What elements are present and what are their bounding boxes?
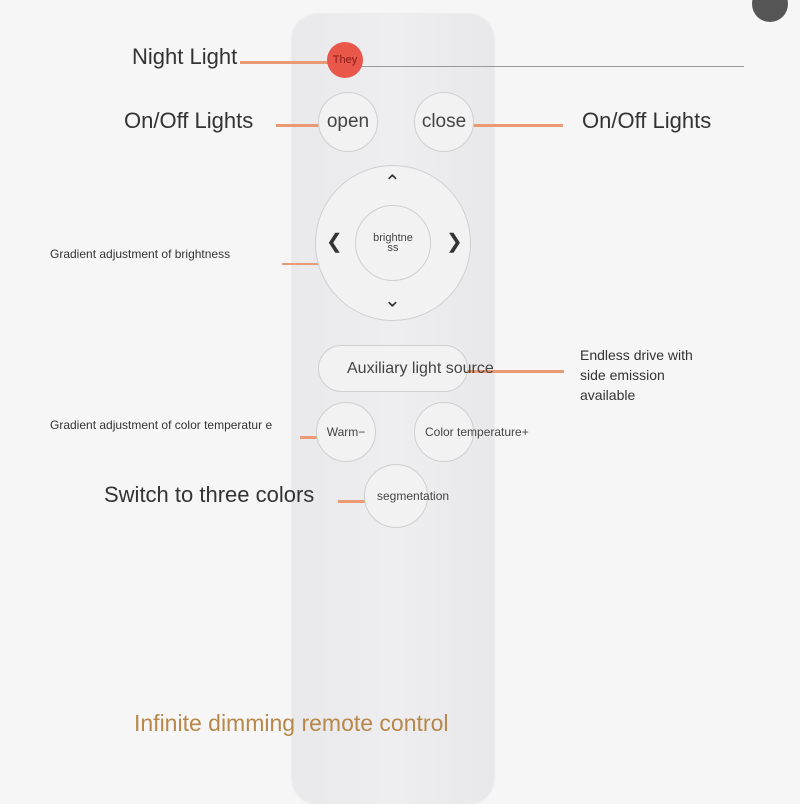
callout-line-segment (338, 500, 372, 503)
night-light-button[interactable]: They (327, 42, 363, 78)
product-title: Infinite dimming remote control (134, 710, 449, 736)
close-button[interactable]: close (414, 92, 474, 152)
aux-description: Endless drive with side emission availab… (580, 345, 693, 405)
chevron-down-icon[interactable]: ⌃ (384, 287, 401, 309)
separator-line (360, 66, 744, 67)
expand-button[interactable] (752, 0, 788, 22)
open-button[interactable]: open (318, 92, 378, 152)
callout-line-brightness (282, 263, 334, 265)
callout-line-open (276, 124, 326, 127)
segmentation-button[interactable]: segmentation (364, 464, 449, 528)
chevron-left-icon[interactable]: ❮ (326, 231, 343, 253)
chevron-up-icon[interactable]: ⌃ (384, 172, 401, 194)
aux-desc-line: available (580, 387, 636, 403)
aux-desc-line: Endless drive with (580, 347, 693, 363)
brightness-label: Gradient adjustment of brightness (50, 247, 231, 261)
on-off-right-label: On/Off Lights (582, 108, 712, 133)
aux-desc-line: side emission (580, 367, 665, 383)
auxiliary-light-button[interactable]: Auxiliary light source (318, 345, 494, 392)
callout-line-close (460, 124, 563, 127)
warm-button[interactable]: Warm− (316, 402, 376, 462)
callout-line-night (240, 61, 340, 64)
chevron-right-icon[interactable]: ❯ (446, 231, 463, 253)
night-light-label: Night Light (132, 44, 238, 69)
callout-line-warm (300, 436, 324, 439)
on-off-left-label: On/Off Lights (124, 108, 254, 133)
callout-line-aux (456, 370, 564, 373)
three-colors-label: Switch to three colors (104, 482, 315, 507)
color-temp-label: Gradient adjustment of color temperatur … (50, 420, 273, 432)
brightness-button[interactable]: brightne ss (355, 205, 431, 281)
